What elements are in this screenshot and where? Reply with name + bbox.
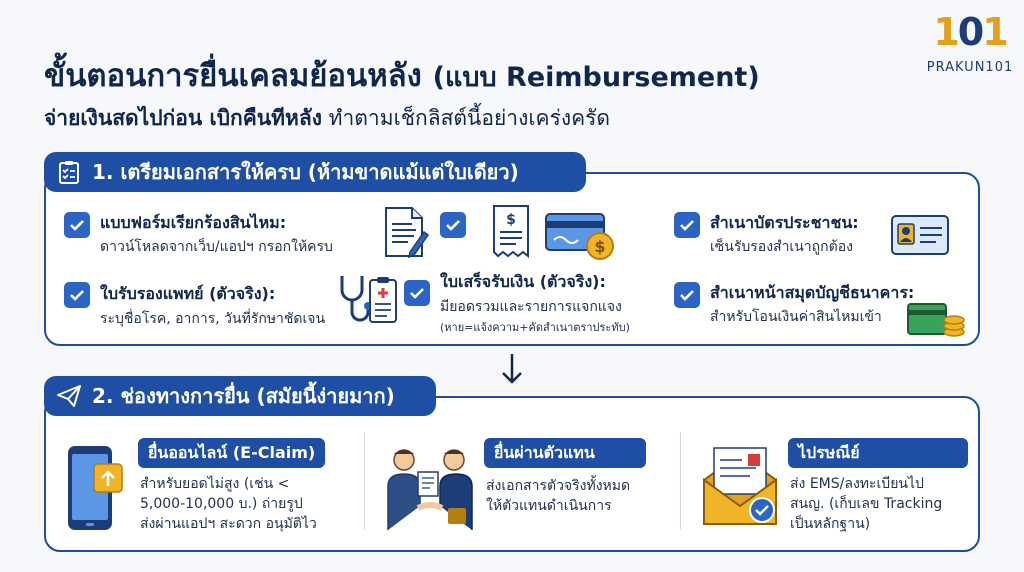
check-icon	[70, 290, 84, 301]
channel-post-desc: ส่ง EMS/ลงทะเบียนไป สนญ. (เก็บเลข Tracki…	[790, 476, 943, 532]
checkbox-claim-form[interactable]	[64, 212, 90, 238]
check-icon	[680, 290, 694, 301]
checkbox-bank-book[interactable]	[674, 282, 700, 308]
section1-title: 1. เตรียมเอกสารให้ครบ (ห้ามขาดแม้แต่ใบเด…	[92, 160, 519, 184]
section1-header: 1. เตรียมเอกสารให้ครบ (ห้ามขาดแม้แต่ใบเด…	[44, 152, 586, 192]
checkbox-receipt-top[interactable]	[440, 212, 466, 238]
section2-title: 2. ช่องทางการยื่น (สมัยนี้ง่ายมาก)	[92, 384, 395, 408]
channel-online-tag: ยื่นออนไลน์ (E-Claim)	[138, 438, 326, 468]
channel-divider	[680, 432, 681, 530]
claim-form-title: แบบฟอร์มเรียกร้องสินไหม:	[100, 213, 287, 232]
receipt-icon: $	[493, 205, 529, 259]
section2-header: 2. ช่องทางการยื่น (สมัยนี้ง่ายมาก)	[44, 376, 436, 416]
receipt-note: (หาย=แจ้งความ+คัดสำเนาตราประทับ)	[440, 321, 630, 334]
page-title: ขั้นตอนการยื่นเคลมย้อนหลัง (แบบ Reimburs…	[44, 58, 760, 94]
check-icon	[680, 220, 694, 231]
subtitle-rest: ทำตามเช็กลิสต์นี้อย่างเคร่งครัด	[328, 106, 611, 130]
bank-book-title: สำเนาหน้าสมุดบัญชีธนาคาร:	[710, 283, 915, 302]
claim-form-desc: ดาวน์โหลดจากเว็บ/แอปฯ กรอกให้ครบ	[100, 239, 333, 255]
logo-text: PRAKUN101	[926, 60, 1014, 75]
receipt-desc: มียอดรวมและรายการแจกแจง	[440, 299, 622, 315]
check-icon	[410, 288, 424, 299]
channel-divider	[364, 432, 365, 530]
page-subtitle: จ่ายเงินสดไปก่อน เบิกคืนทีหลัง ทำตามเช็ก…	[44, 102, 610, 135]
stethoscope-clipboard-icon	[340, 276, 397, 323]
title-paren: (แบบ Reimbursement)	[432, 62, 760, 93]
brand-logo: 101 PRAKUN101	[927, 10, 1012, 80]
svg-text:$: $	[506, 212, 516, 228]
checkbox-medical-cert[interactable]	[64, 282, 90, 308]
medical-cert-title: ใบรับรองแพทย์ (ตัวจริง):	[100, 284, 276, 303]
id-card-icon	[891, 215, 949, 255]
svg-text:$: $	[594, 237, 605, 256]
channel-agent-tag: ยื่นผ่านตัวแทน	[484, 438, 646, 468]
form-document-icon	[385, 207, 430, 259]
subtitle-bold: จ่ายเงินสดไปก่อน เบิกคืนทีหลัง	[44, 106, 322, 130]
receipt-title: ใบเสร็จรับเงิน (ตัวจริง):	[440, 272, 606, 291]
card-coin-icon: $	[545, 213, 614, 260]
bankbook-coins-icon	[907, 303, 965, 337]
checkbox-id-card[interactable]	[674, 212, 700, 238]
id-card-title: สำเนาบัตรประชาชน:	[710, 213, 859, 232]
smartphone-upload-icon	[68, 446, 123, 530]
channel-online-desc: สำหรับยอดไม่สูง (เช่น < 5,000-10,000 บ.)…	[140, 476, 317, 532]
arrow-down-icon	[502, 354, 522, 384]
channel-post-tag: ไปรษณีย์	[788, 438, 968, 468]
mail-envelope-icon	[703, 447, 777, 525]
check-icon	[446, 220, 460, 231]
medical-cert-desc: ระบุชื่อโรค, อาการ, วันที่รักษาชัดเจน	[100, 311, 326, 327]
checkbox-receipt[interactable]	[404, 280, 430, 306]
check-icon	[70, 220, 84, 231]
channel-agent-desc: ส่งเอกสารตัวจริงทั้งหมด ให้ตัวแทนดำเนินก…	[486, 478, 631, 514]
bank-book-desc: สำหรับโอนเงินค่าสินไหมเข้า	[710, 309, 882, 325]
clipboard-checklist-icon	[59, 161, 79, 184]
channels-panel	[44, 396, 980, 552]
documents-panel	[44, 172, 980, 346]
logo-number: 101	[933, 10, 1008, 54]
agent-handshake-icon	[387, 449, 473, 530]
id-card-desc: เซ็นรับรองสำเนาถูกต้อง	[710, 239, 853, 255]
paper-plane-icon	[57, 385, 81, 407]
